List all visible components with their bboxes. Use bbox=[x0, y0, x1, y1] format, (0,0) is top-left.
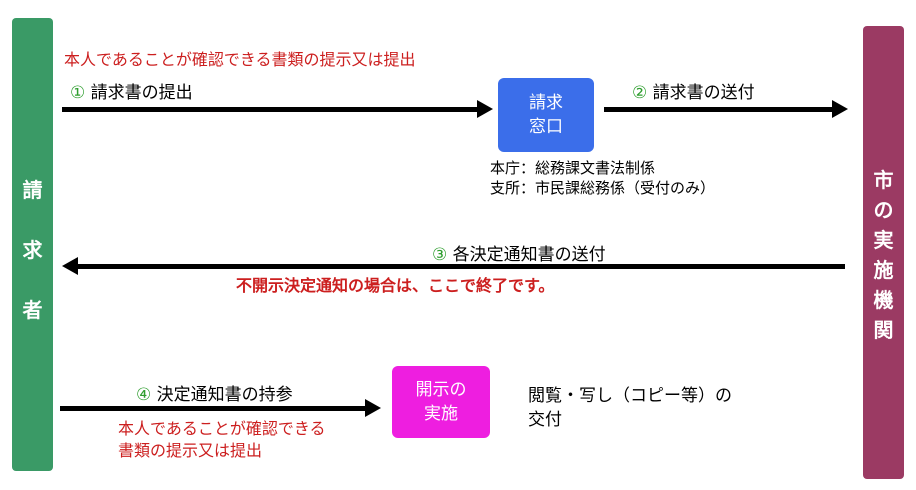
office-note: 本庁：総務課文書法制係 支所：市民課総務係（受付のみ） bbox=[490, 158, 715, 198]
result-note: 閲覧・写し（コピー等）の 交付 bbox=[528, 384, 732, 432]
step4-arrow-line bbox=[60, 406, 366, 411]
result-note-line1: 閲覧・写し（コピー等）の bbox=[528, 386, 732, 406]
request-window-line1: 請求 bbox=[529, 93, 563, 113]
identity-note-bottom-line1: 本人であることが確認できる bbox=[118, 419, 326, 438]
requester-char: 者 bbox=[22, 298, 43, 322]
step2-number: ② bbox=[632, 83, 648, 103]
step4-text: 決定通知書の持参 bbox=[156, 385, 293, 405]
step1-label: ① 請求書の提出 bbox=[70, 78, 193, 103]
disclosure-line2: 実施 bbox=[424, 404, 458, 424]
step2-label: ② 請求書の送付 bbox=[632, 78, 755, 103]
step3-arrow-head-icon bbox=[62, 257, 78, 275]
identity-note-bottom-line2: 書類の提示又は提出 bbox=[118, 441, 263, 460]
step4-number: ④ bbox=[136, 385, 152, 405]
requester-char: 請 bbox=[22, 178, 43, 202]
step1-arrow-head-icon bbox=[477, 100, 493, 118]
agency-char: 市 bbox=[873, 168, 894, 192]
requester-bar: 請 求 者 bbox=[12, 18, 53, 471]
agency-char: 関 bbox=[873, 318, 894, 342]
step4-arrow-head-icon bbox=[365, 399, 381, 417]
step1-text: 請求書の提出 bbox=[90, 83, 193, 103]
step2-arrow-head-icon bbox=[832, 100, 848, 118]
agency-char: の bbox=[873, 198, 894, 222]
disclosure-box: 開示の 実施 bbox=[392, 366, 490, 438]
agency-char: 施 bbox=[873, 258, 894, 282]
agency-char: 実 bbox=[873, 228, 894, 252]
step3-number: ③ bbox=[432, 245, 448, 265]
step1-arrow-line bbox=[62, 107, 478, 112]
step1-number: ① bbox=[70, 83, 86, 103]
office-note-line2: 支所：市民課総務係（受付のみ） bbox=[490, 179, 716, 197]
step4-label: ④ 決定通知書の持参 bbox=[136, 380, 293, 405]
office-note-line1: 本庁：総務課文書法制係 bbox=[490, 159, 656, 177]
step3-arrow-line bbox=[77, 264, 845, 269]
non-disclosure-note: 不開示決定通知の場合は、ここで終了です。 bbox=[236, 276, 555, 295]
agency-bar: 市 の 実 施 機 関 bbox=[863, 26, 904, 479]
agency-char: 機 bbox=[873, 288, 894, 312]
step3-label: ③ 各決定通知書の送付 bbox=[432, 240, 606, 265]
step2-arrow-line bbox=[604, 107, 833, 112]
request-window-line2: 窓口 bbox=[529, 117, 563, 137]
result-note-line2: 交付 bbox=[528, 410, 562, 430]
step2-text: 請求書の送付 bbox=[652, 83, 755, 103]
request-window-box: 請求 窓口 bbox=[498, 78, 594, 152]
disclosure-line1: 開示の bbox=[415, 380, 467, 400]
requester-char: 求 bbox=[22, 238, 43, 262]
identity-note-bottom: 本人であることが確認できる 書類の提示又は提出 bbox=[118, 418, 326, 462]
step3-text: 各決定通知書の送付 bbox=[452, 245, 606, 265]
identity-note-top: 本人であることが確認できる書類の提示又は提出 bbox=[64, 50, 416, 69]
